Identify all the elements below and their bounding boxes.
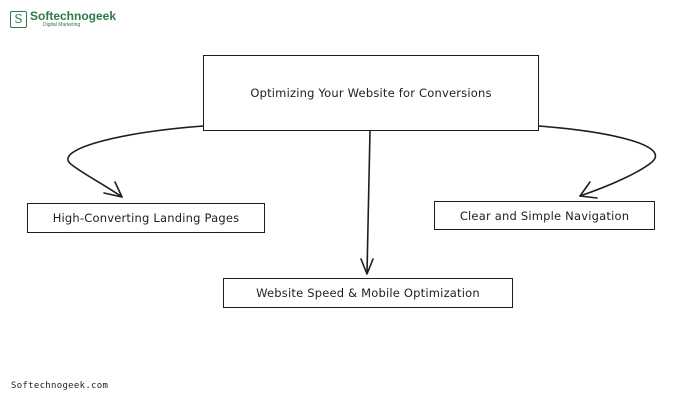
arrowhead-speed [360,258,374,275]
child-node-landing-pages: High-Converting Landing Pages [27,203,265,233]
arrow-to-speed [366,130,371,274]
child-node-label: High-Converting Landing Pages [52,211,240,225]
logo-tagline: Digital Marketing [43,22,81,28]
brand-logo: S Softechnogeek Digital Marketing [10,10,116,28]
child-node-navigation: Clear and Simple Navigation [434,201,655,230]
logo-name: Softechnogeek [30,9,117,23]
arrowhead-landing-pages [103,181,123,198]
arrowhead-navigation [579,181,598,199]
child-node-label: Website Speed & Mobile Optimization [256,286,480,300]
root-node-label: Optimizing Your Website for Conversions [250,86,492,100]
arrow-to-navigation [538,125,657,197]
child-node-speed-mobile: Website Speed & Mobile Optimization [223,278,513,308]
arrow-to-landing-pages [67,125,204,198]
logo-text: Softechnogeek Digital Marketing [30,10,116,28]
footer-website: Softechnogeek.com [11,381,109,391]
logo-icon: S [10,10,27,28]
child-node-label: Clear and Simple Navigation [459,208,630,223]
root-node: Optimizing Your Website for Conversions [203,55,539,131]
